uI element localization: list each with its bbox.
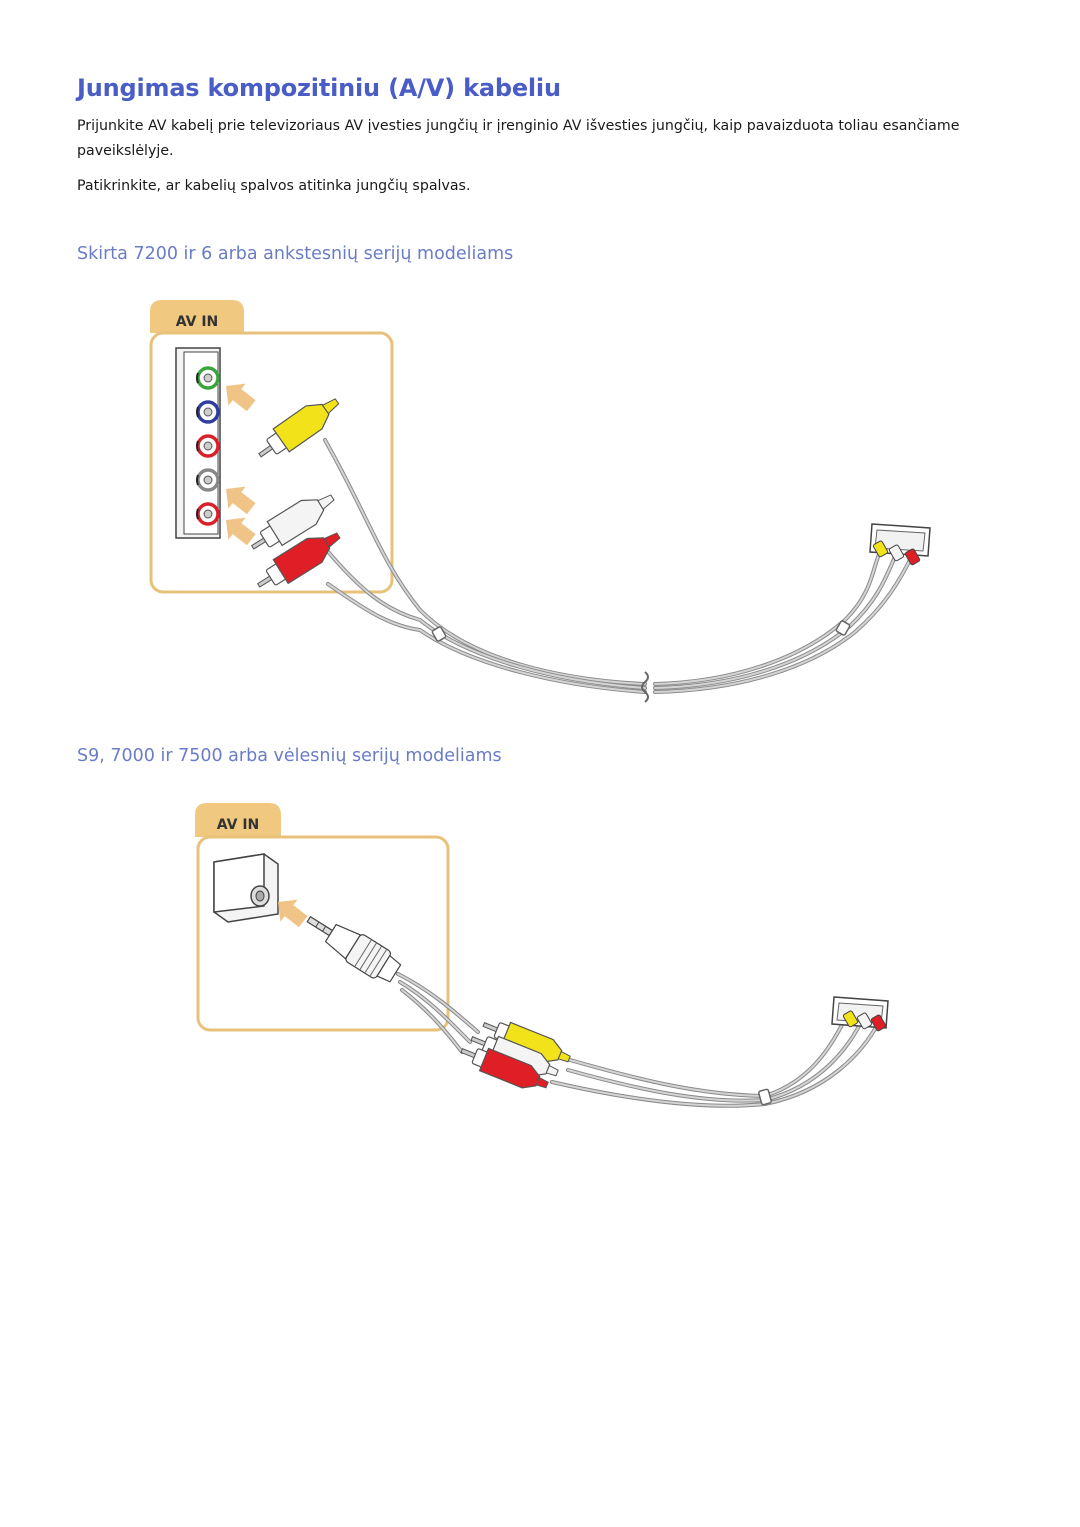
cable-break-icon: [641, 671, 649, 703]
cable-clip: [758, 1088, 772, 1106]
av-adapter-cable: [396, 972, 882, 1108]
red-rca-plug: [460, 1047, 549, 1089]
red-rca-plug: [256, 532, 341, 588]
yellow-rca-plug: [482, 1021, 571, 1063]
section1-heading: Skirta 7200 ir 6 arba ankstesnių serijų …: [77, 244, 514, 264]
port-red-audio: [196, 502, 220, 526]
diagram-old-models: AV IN: [149, 300, 931, 703]
av-in-tab-label: AV IN: [176, 314, 219, 330]
yellow-rca-plug: [258, 398, 340, 458]
port-white: [196, 468, 220, 492]
instruction-paragraph: Prijunkite AV kabelį prie televizoriaus …: [77, 118, 960, 159]
cable-clip: [835, 620, 851, 636]
port-green: [196, 366, 220, 390]
av-in-tab-label: AV IN: [217, 817, 260, 833]
av-input-connector-strip: [175, 347, 221, 539]
rca-cable-bundle: [323, 438, 914, 694]
white-rca-plug: [250, 494, 335, 550]
color-check-paragraph: Patikrinkite, ar kabelių spalvos atitink…: [77, 178, 471, 194]
source-device-connector: [831, 996, 889, 1032]
av-in-tab: AV IN: [195, 803, 281, 837]
mini-jack-plug: [306, 915, 402, 983]
av-in-tab: AV IN: [150, 300, 244, 333]
av-in-mini-jack-port: [213, 853, 279, 923]
port-blue: [196, 400, 220, 424]
section2-heading: S9, 7000 ir 7500 arba vėlesnių serijų mo…: [77, 746, 502, 766]
port-red-video: [196, 434, 220, 458]
cable-clip: [431, 626, 447, 642]
diagram-new-models: AV IN: [195, 803, 889, 1108]
source-device-connector: [869, 523, 931, 566]
page-title: Jungimas kompozitiniu (A/V) kabeliu: [77, 74, 561, 102]
